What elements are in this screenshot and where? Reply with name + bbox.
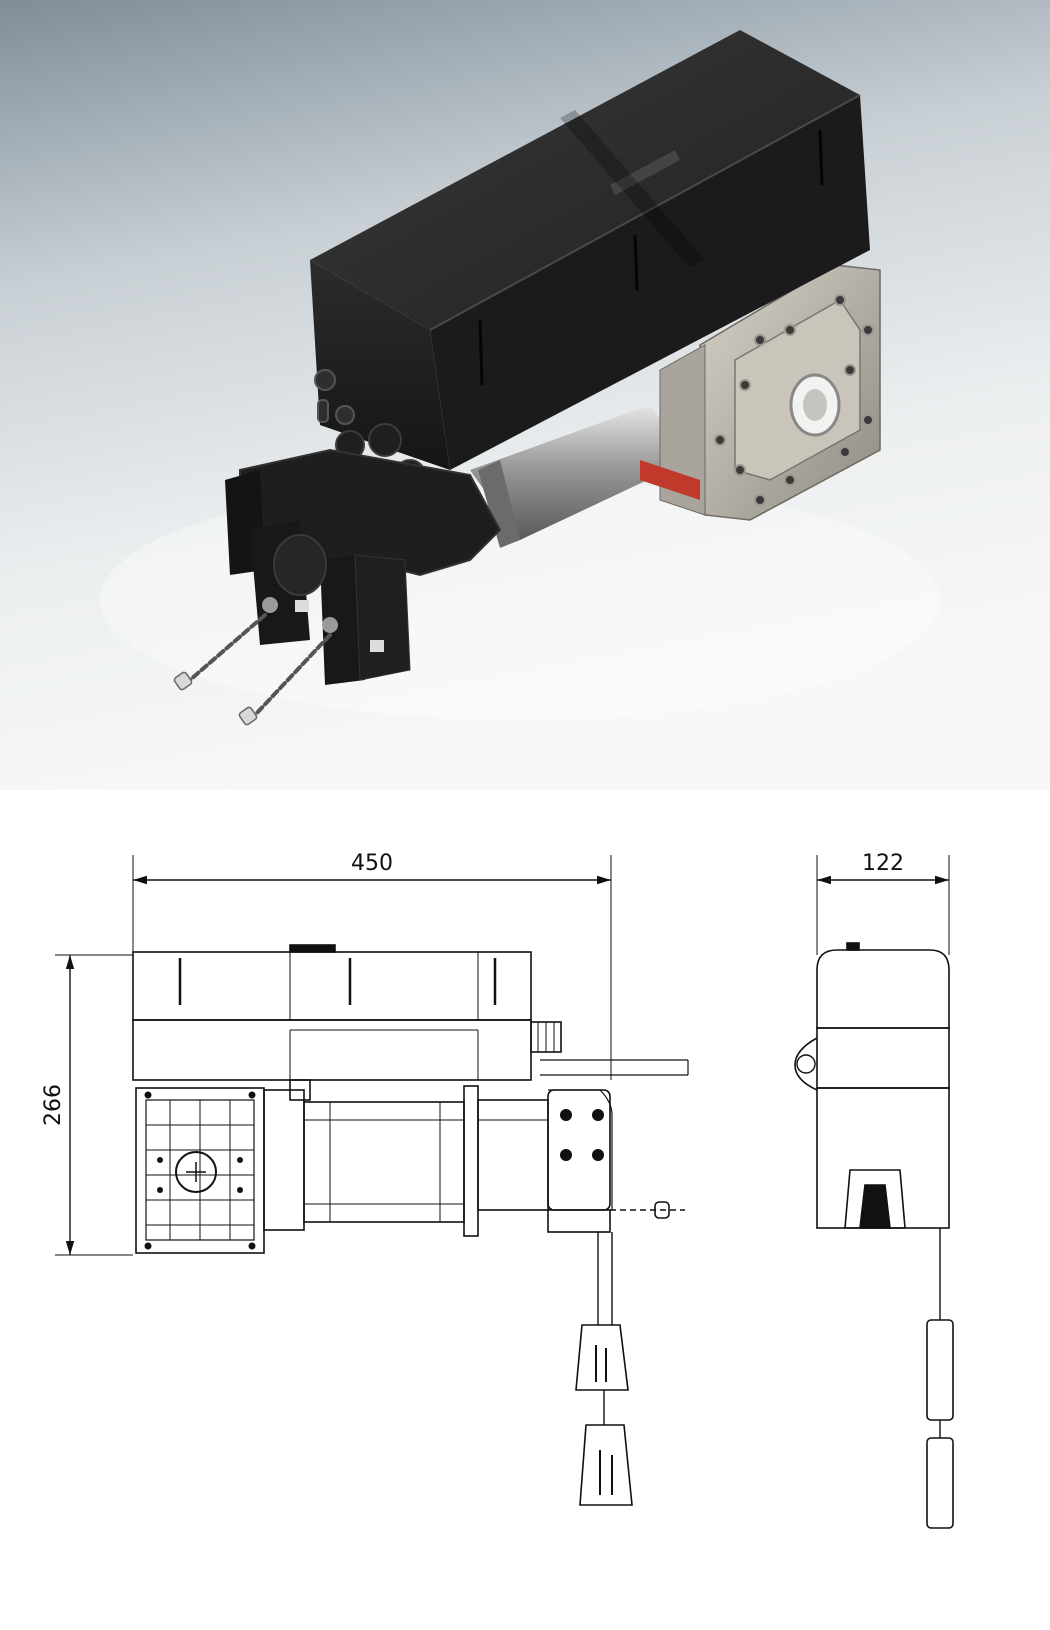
technical-drawing: 450 266 122	[0, 790, 1050, 1630]
side-housing-top	[816, 949, 950, 1029]
product-render	[0, 0, 1050, 790]
height-dimension-label: 266	[41, 1084, 66, 1126]
side-view	[794, 855, 954, 1529]
housing-controls	[314, 369, 355, 425]
side-width-dimension-label: 122	[862, 851, 904, 876]
hand-chain	[188, 613, 332, 717]
motor-render-illustration	[0, 0, 1050, 790]
front-view	[55, 855, 689, 1506]
front-housing-body	[132, 1019, 532, 1081]
side-pull-handle-lower	[926, 1437, 954, 1529]
side-chain-guide	[844, 1169, 906, 1229]
chain-wheel-bracket	[225, 448, 502, 685]
gearbox-assembly	[640, 264, 881, 521]
width-dimension-label: 450	[351, 851, 393, 876]
motor-housing	[310, 30, 870, 491]
chain-ends	[173, 671, 258, 726]
front-pull-handle-lower	[579, 1424, 633, 1506]
front-pull-handle-upper	[575, 1324, 629, 1391]
motor-cylinder	[470, 405, 690, 548]
dimension-drawing: 450 266 122	[41, 851, 954, 1529]
front-housing-cover	[132, 951, 532, 1021]
side-pull-handle-upper	[926, 1319, 954, 1421]
